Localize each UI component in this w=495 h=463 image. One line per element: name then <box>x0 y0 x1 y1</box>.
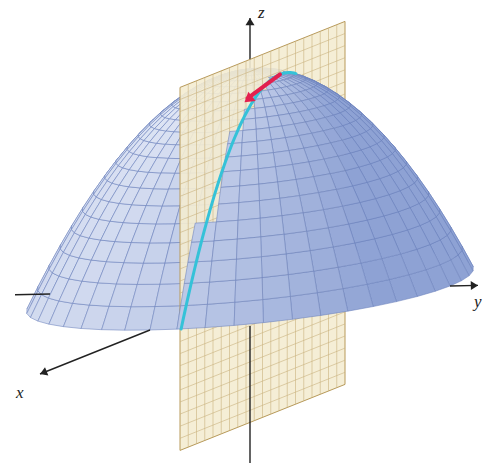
surface-patch <box>207 280 235 304</box>
surface-patch <box>210 259 237 282</box>
cutting-plane <box>180 21 345 450</box>
surface-patch <box>258 167 278 184</box>
plane-grid-line <box>180 324 345 390</box>
axis-arrowhead <box>471 281 478 290</box>
intersection-curve <box>181 73 296 329</box>
surface-patch <box>303 210 328 232</box>
surface-patch <box>314 267 343 292</box>
surface-patch <box>240 155 258 171</box>
plane-grid-line <box>180 58 345 124</box>
surface-patch <box>267 115 282 127</box>
surface-patch <box>299 193 323 213</box>
surface-patch <box>237 218 260 239</box>
surface-patch <box>288 271 317 296</box>
surface-patch <box>280 196 303 216</box>
plane-grid-line <box>180 34 345 100</box>
surface-patch <box>296 177 318 196</box>
tangent-arrow <box>248 74 281 98</box>
surface-patch <box>237 237 262 259</box>
surface-patch <box>261 234 286 256</box>
plane-grid-line <box>180 348 345 414</box>
surface-patch <box>271 138 289 153</box>
surface-patch <box>263 296 293 322</box>
surface-patch <box>338 263 367 289</box>
surface-patch <box>184 261 212 284</box>
axis-line <box>40 330 150 374</box>
surface-patch <box>241 141 257 156</box>
axis-label: y <box>474 293 482 310</box>
surface-patch <box>256 128 271 142</box>
surface-patch <box>317 289 348 316</box>
plane-face <box>180 21 345 450</box>
surface-patch <box>242 129 257 142</box>
surface-patch <box>269 126 285 140</box>
surface-patch <box>343 284 373 311</box>
axis-arrowhead <box>246 18 255 25</box>
surface-patch <box>259 198 281 218</box>
surface-patch <box>286 251 314 275</box>
surface-patch <box>278 179 300 198</box>
surface-patch <box>219 186 240 204</box>
axis-label: x <box>16 384 24 401</box>
plane-grid-line <box>180 360 345 426</box>
surface-patch <box>234 300 263 326</box>
surface-patch <box>243 118 256 130</box>
surface-patch <box>262 275 290 300</box>
surface-patch <box>257 153 275 169</box>
surface-patch <box>239 184 259 202</box>
surface-patch <box>257 140 274 155</box>
surface-patch <box>235 278 263 303</box>
surface-patch <box>254 99 265 109</box>
surface-patch <box>290 293 320 320</box>
axis-label: z <box>258 4 265 21</box>
surface-patch <box>275 164 296 182</box>
trace-curve <box>181 73 296 329</box>
surface-patch <box>240 169 259 186</box>
plane-grid-line <box>180 82 345 148</box>
plane-grid-line <box>180 94 345 160</box>
surface-patch <box>260 216 284 237</box>
surface-patch <box>273 151 292 167</box>
axis-line <box>15 293 50 295</box>
surface-patch <box>236 257 262 280</box>
surface-patch <box>181 282 210 306</box>
surface-patch <box>150 306 181 330</box>
surface-patch <box>261 254 288 278</box>
axes-front <box>15 281 478 463</box>
plane-grid-line <box>180 336 345 402</box>
surface-patch <box>282 213 307 234</box>
surface-patch <box>255 117 269 129</box>
surface-patch <box>205 302 235 327</box>
surface-front <box>177 71 473 329</box>
surface-patch <box>212 239 237 261</box>
axis-arrowhead <box>40 367 48 375</box>
tangent-arrowhead <box>245 92 256 103</box>
surface-patch <box>307 228 334 251</box>
surface-patch <box>310 247 338 271</box>
surface-patch <box>259 182 280 201</box>
surface-patch <box>255 107 267 118</box>
surface-patch <box>238 201 260 221</box>
surface-patch <box>221 170 241 187</box>
surface-patch <box>216 203 239 222</box>
surface-patch <box>214 220 238 241</box>
plane-grid-line <box>180 70 345 136</box>
plane-grid-line <box>180 46 345 112</box>
plane-grid-line <box>180 372 345 438</box>
surface-patch <box>284 231 310 254</box>
axis-line <box>249 326 250 463</box>
